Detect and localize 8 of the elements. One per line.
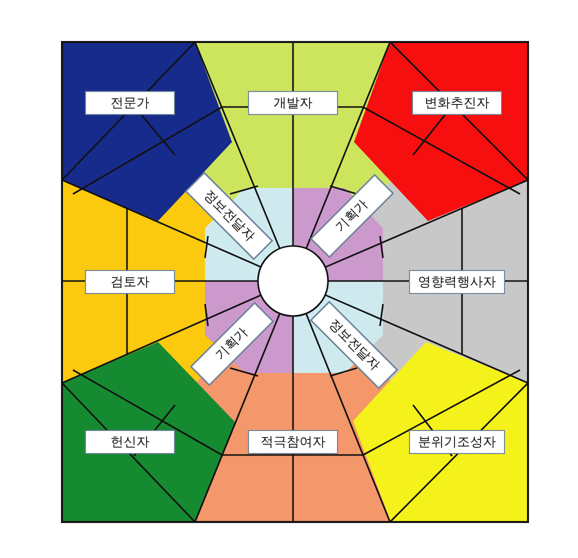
label-box: 영향력행사자: [409, 270, 505, 294]
label-box: 개발자: [248, 91, 338, 115]
label-box: 적극참여자: [248, 430, 338, 454]
label-box: 분위기조성자: [409, 430, 505, 454]
label-box: 변화추진자: [412, 91, 502, 115]
label-box: 전문가: [85, 91, 175, 115]
label-box: 헌신자: [85, 430, 175, 454]
label-box: 검토자: [85, 270, 175, 294]
